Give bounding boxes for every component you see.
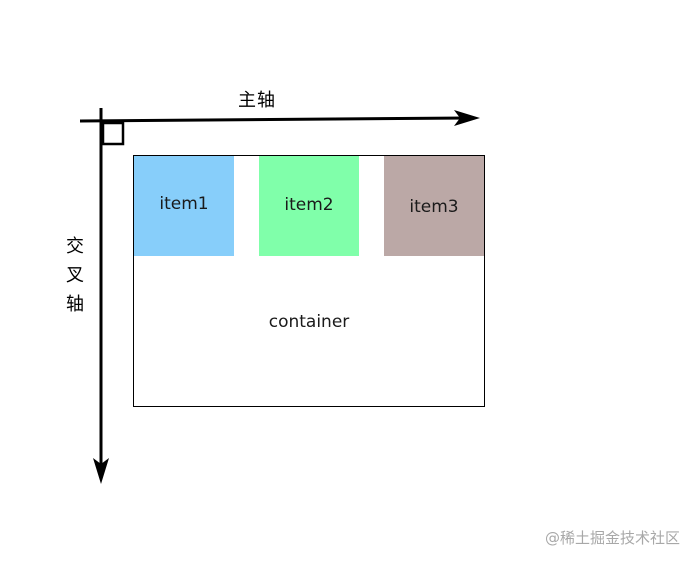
flex-item-1: item1 [134,156,234,256]
flex-item-3: item3 [384,156,484,256]
flex-item-2-label: item2 [284,195,334,215]
main-axis-line [79,116,469,123]
main-axis-arrowhead [454,110,480,126]
flex-item-2: item2 [259,156,359,256]
flex-container: item1 item2 item3 container [133,155,485,407]
flex-item-1-label: item1 [159,194,209,214]
main-axis-label: 主轴 [238,90,276,111]
watermark: @稀土掘金技术社区 [544,529,680,547]
container-label: container [268,312,350,332]
cross-axis-label: 交叉轴 [66,236,84,315]
flex-item-3-label: item3 [409,197,459,217]
right-angle-marker [101,121,125,146]
cross-axis-arrowhead [93,458,109,484]
